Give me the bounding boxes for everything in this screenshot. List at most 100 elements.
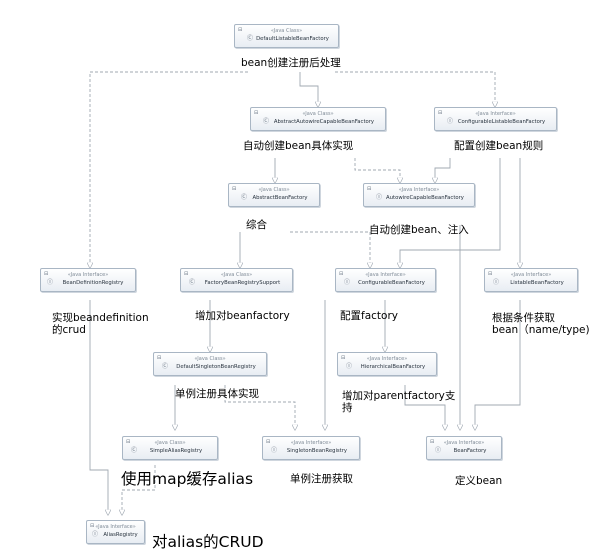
class-name: DefaultSingletonBeanRegistry — [176, 364, 256, 370]
edge-clbf-cbf — [400, 158, 501, 268]
minimize-icon[interactable]: ⊟ — [430, 439, 435, 445]
edge-lbf-bf — [475, 300, 521, 430]
class-name: SimpleAliasRegistry — [149, 448, 203, 454]
minimize-icon[interactable]: ⊟ — [266, 439, 271, 445]
minimize-icon[interactable]: ⊟ — [254, 110, 259, 116]
edge-clbf-acbf — [435, 158, 451, 183]
node-bean-definition-registry[interactable]: ⊟ «Java Interface» Ⓘ BeanDefinitionRegis… — [40, 268, 136, 292]
edge-aacbf-acbf — [354, 158, 400, 183]
interface-name: ListableBeanFactory — [510, 280, 564, 286]
node-alias-registry[interactable]: ⊟ «Java Interface» Ⓘ AliasRegistry — [86, 520, 145, 544]
annotation-sbr: 单例注册获取 — [290, 473, 353, 485]
stereotype-label: «Java Class» — [270, 28, 303, 34]
node-default-listable-bean-factory[interactable]: ⊟ «Java Class» Ⓒ DefaultListableBeanFact… — [234, 24, 339, 48]
stereotype-label: «Java Class» — [154, 440, 186, 446]
interface-name: BeanFactory — [453, 448, 487, 454]
minimize-icon[interactable]: ⊟ — [438, 110, 443, 116]
stereotype-label: «Java Class» — [302, 111, 334, 117]
class-name: FactoryBeanRegistrySupport — [204, 280, 281, 286]
node-abstract-autowire-capable-bean-factory[interactable]: ⊟ «Java Class» Ⓒ AbstractAutowireCapable… — [250, 107, 386, 131]
minimize-icon[interactable]: ⊟ — [238, 27, 243, 33]
interface-icon: Ⓘ — [346, 363, 353, 370]
interface-name: HierarchicalBeanFactory — [360, 364, 426, 370]
annotation-clbf: 配置创建bean规则 — [454, 140, 544, 152]
node-factory-bean-registry-support[interactable]: ⊟ «Java Class» Ⓒ FactoryBeanRegistrySupp… — [180, 268, 293, 292]
node-singleton-bean-registry[interactable]: ⊟ «Java Interface» Ⓘ SingletonBeanRegist… — [262, 436, 360, 460]
interface-name: BeanDefinitionRegistry — [62, 280, 124, 286]
interface-icon: Ⓘ — [344, 279, 351, 286]
annotation-acbf: 自动创建bean、注入 — [369, 224, 469, 236]
edge-dsbr-sbr — [224, 385, 295, 430]
edge-dlbf-bdr — [90, 71, 248, 268]
annotation-aacbf: 自动创建bean具体实现 — [243, 140, 354, 152]
minimize-icon[interactable]: ⊟ — [367, 186, 372, 192]
annotation-sar: 使用map缓存alias — [121, 470, 254, 488]
stereotype-label: «Java Interface» — [443, 440, 485, 446]
edge-dlbf-clbf — [335, 71, 495, 107]
class-name: AbstractBeanFactory — [252, 195, 308, 201]
minimize-icon[interactable]: ⊟ — [126, 439, 131, 445]
class-icon: Ⓒ — [263, 118, 270, 125]
stereotype-label: «Java Interface» — [398, 187, 440, 193]
edge-abf-cbf — [290, 231, 370, 268]
interface-icon: Ⓘ — [493, 279, 500, 286]
stereotype-label: «Java Interface» — [510, 272, 552, 278]
class-icon: Ⓒ — [131, 447, 138, 454]
minimize-icon[interactable]: ⊟ — [184, 271, 189, 277]
node-listable-bean-factory[interactable]: ⊟ «Java Interface» Ⓘ ListableBeanFactory — [484, 268, 578, 292]
annotation-abf: 综合 — [246, 219, 267, 231]
annotation-bdr: 实现beandefinition 的crud — [52, 312, 149, 336]
annotation-dsbr: 单例注册具体实现 — [175, 388, 259, 400]
node-abstract-bean-factory[interactable]: ⊟ «Java Class» Ⓒ AbstractBeanFactory — [228, 183, 320, 207]
edge-sar-ar — [122, 465, 156, 515]
class-name: DefaultListableBeanFactory — [256, 36, 329, 42]
node-configurable-listable-bean-factory[interactable]: ⊟ «Java Interface» Ⓘ ConfigurableListabl… — [434, 107, 557, 131]
edge-hbf-bf — [404, 385, 445, 430]
stereotype-label: «Java Class» — [220, 272, 253, 278]
class-icon: Ⓒ — [241, 194, 248, 201]
node-default-singleton-bean-registry[interactable]: ⊟ «Java Class» Ⓒ DefaultSingletonBeanReg… — [153, 352, 267, 376]
interface-icon: Ⓘ — [271, 447, 278, 454]
minimize-icon[interactable]: ⊟ — [44, 271, 49, 277]
annotation-ar: 对alias的CRUD — [152, 533, 264, 551]
stereotype-label: «Java Class» — [194, 356, 226, 362]
interface-icon: Ⓘ — [447, 118, 454, 125]
edge-bdr-ar — [89, 300, 108, 515]
interface-name: ConfigurableListableBeanFactory — [457, 119, 546, 125]
minimize-icon[interactable]: ⊟ — [157, 355, 162, 361]
node-autowire-capable-bean-factory[interactable]: ⊟ «Java Interface» Ⓘ AutowireCapableBean… — [363, 183, 475, 207]
minimize-icon[interactable]: ⊟ — [90, 523, 95, 529]
interface-name: ConfigurableBeanFactory — [358, 280, 425, 286]
node-hierarchical-bean-factory[interactable]: ⊟ «Java Interface» Ⓘ HierarchicalBeanFac… — [337, 352, 437, 376]
stereotype-label: «Java Interface» — [290, 440, 332, 446]
annotation-lbf: 根据条件获取 bean（name/type) — [492, 312, 590, 336]
stereotype-label: «Java Interface» — [475, 111, 516, 117]
interface-name: AliasRegistry — [103, 532, 138, 538]
stereotype-label: «Java Interface» — [95, 524, 136, 530]
interface-name: SingletonBeanRegistry — [286, 448, 348, 454]
interface-icon: Ⓘ — [92, 531, 99, 538]
class-icon: Ⓒ — [162, 363, 169, 370]
class-icon: Ⓒ — [189, 279, 196, 286]
node-configurable-bean-factory[interactable]: ⊟ «Java Interface» Ⓘ ConfigurableBeanFac… — [335, 268, 436, 292]
annotation-cbf: 配置factory — [340, 310, 398, 322]
interface-icon: Ⓘ — [435, 447, 442, 454]
minimize-icon[interactable]: ⊟ — [488, 271, 493, 277]
interface-name: AutowireCapableBeanFactory — [386, 195, 464, 201]
stereotype-label: «Java Interface» — [365, 272, 406, 278]
node-bean-factory[interactable]: ⊟ «Java Interface» Ⓘ BeanFactory — [426, 436, 502, 460]
minimize-icon[interactable]: ⊟ — [341, 355, 346, 361]
stereotype-label: «Java Interface» — [366, 356, 408, 362]
minimize-icon[interactable]: ⊟ — [339, 271, 344, 277]
class-name: AbstractAutowireCapableBeanFactory — [273, 119, 375, 125]
stereotype-label: «Java Class» — [258, 187, 290, 193]
edge-dlbf-aacbf — [299, 72, 318, 107]
annotation-dlbf: bean创建注册后处理 — [241, 57, 341, 69]
node-simple-alias-registry[interactable]: ⊟ «Java Class» Ⓒ SimpleAliasRegistry — [122, 436, 218, 460]
interface-icon: Ⓘ — [47, 279, 54, 286]
minimize-icon[interactable]: ⊟ — [232, 186, 237, 192]
interface-icon: Ⓘ — [376, 194, 383, 201]
annotation-bf: 定义bean — [455, 475, 503, 487]
